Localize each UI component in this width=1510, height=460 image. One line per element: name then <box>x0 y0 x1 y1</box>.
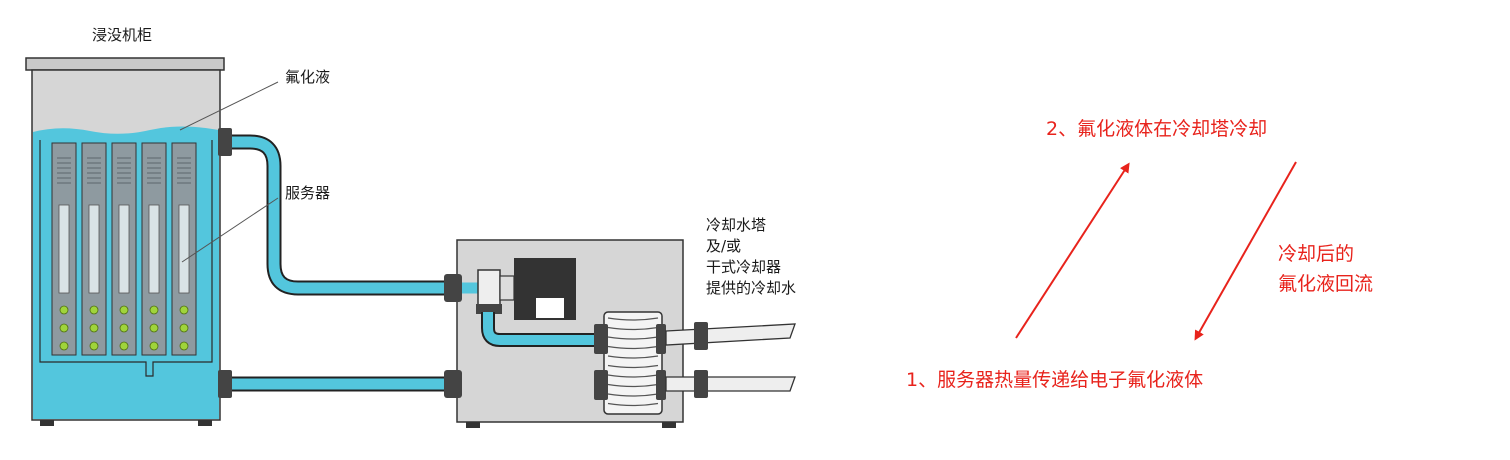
annotation-step2: 2、氟化液体在冷却塔冷却 <box>1046 118 1267 140</box>
status-led <box>149 305 159 315</box>
pipe-fitting <box>594 324 608 354</box>
pipe-fitting <box>444 274 462 302</box>
cooling-water-pipes <box>665 322 796 398</box>
status-led <box>89 323 99 333</box>
exchanger-coil-plates <box>607 317 659 407</box>
hot-pipe <box>228 136 458 294</box>
status-led <box>179 323 189 333</box>
status-led <box>89 305 99 315</box>
plate-heat-exchanger <box>594 311 666 415</box>
arrow-up-to-tower <box>1015 162 1130 339</box>
leader-lines <box>179 81 279 263</box>
server-blade <box>81 142 107 356</box>
coolant-pipes <box>218 128 610 398</box>
cooling-source-line2: 及/或 <box>706 237 741 255</box>
cabinet-foot <box>40 420 54 426</box>
server-blade <box>141 142 167 356</box>
pump <box>462 258 576 320</box>
status-led <box>119 323 129 333</box>
heat-exchanger-unit <box>444 239 796 428</box>
annotation-return-line1: 冷却后的 <box>1278 243 1354 265</box>
status-led <box>119 341 129 351</box>
server-label: 服务器 <box>285 184 330 202</box>
status-led <box>179 341 189 351</box>
server-blade <box>111 142 137 356</box>
pipe-fitting <box>218 370 232 398</box>
server-blades <box>51 142 197 356</box>
cabinet-label: 浸没机柜 <box>92 26 152 44</box>
server-blade <box>51 142 77 356</box>
pipe-fitting <box>444 370 462 398</box>
pipe-fitting <box>694 370 708 398</box>
pipe-fitting <box>594 370 608 400</box>
arrow-return-flow <box>1194 161 1297 341</box>
server-blade <box>171 142 197 356</box>
unit-foot <box>466 422 480 428</box>
unit-foot <box>662 422 676 428</box>
status-led <box>179 305 189 315</box>
annotation-step1: 1、服务器热量传递给电子氟化液体 <box>906 369 1203 391</box>
status-led <box>149 341 159 351</box>
hot-pipe-outline <box>228 134 458 296</box>
immersion-cabinet <box>25 57 225 426</box>
status-led <box>59 323 69 333</box>
cooling-source-line1: 冷却水塔 <box>706 216 766 234</box>
status-led <box>119 305 129 315</box>
fluid-label: 氟化液 <box>285 68 330 86</box>
internal-pipe <box>483 312 598 345</box>
cabinet-lid <box>25 57 225 71</box>
pipe-fitting <box>218 128 232 156</box>
status-led <box>89 341 99 351</box>
status-led <box>149 323 159 333</box>
status-led <box>59 341 69 351</box>
red-arrows <box>1015 161 1297 341</box>
annotation-return-line2: 氟化液回流 <box>1278 273 1373 295</box>
cooling-source-line4: 提供的冷却水 <box>706 279 796 297</box>
status-led <box>59 305 69 315</box>
pump-label-plate <box>536 298 564 318</box>
cabinet-foot <box>198 420 212 426</box>
server-rack-frame <box>39 140 213 377</box>
pipe-fitting <box>694 322 708 350</box>
cooling-source-line3: 干式冷却器 <box>706 258 781 276</box>
